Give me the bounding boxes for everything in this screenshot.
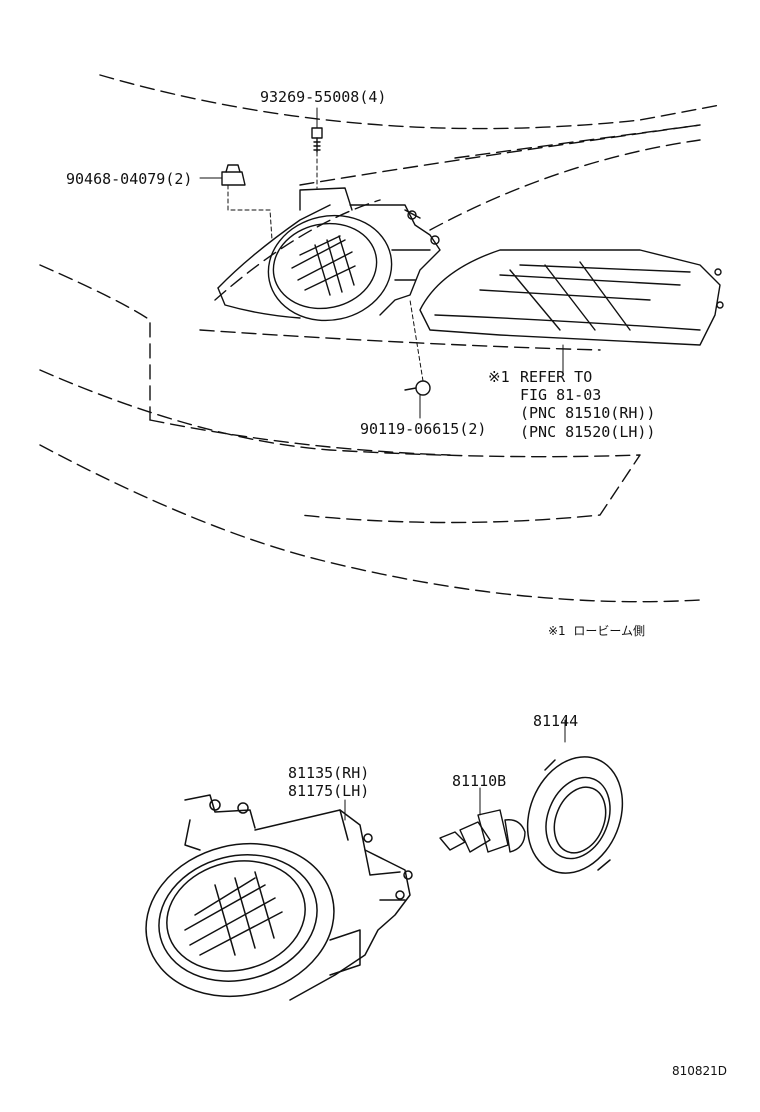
part-label-clip: 90468-04079(2) xyxy=(66,170,193,188)
part-label-fog-lamp-lh: 81175(LH) xyxy=(288,782,370,800)
screw-bolt-drawing xyxy=(311,127,323,153)
bulb-drawing xyxy=(439,809,526,853)
part-label-screw-bolt: 93269-55008(4) xyxy=(260,88,387,106)
upper-fog-lamp-drawing xyxy=(217,187,441,322)
refer-line-1: REFER TO xyxy=(520,368,593,386)
part-label-fog-lamp-rh: 81135(RH) xyxy=(288,764,370,782)
fog-lamp-exploded-drawing xyxy=(145,794,413,1001)
part-label-socket-cover: 81144 xyxy=(533,712,579,730)
part-label-screw-lower: 90119-06615(2) xyxy=(360,420,487,438)
clip-drawing xyxy=(221,164,246,186)
socket-cover-drawing xyxy=(526,756,624,874)
vehicle-body-outline xyxy=(39,74,721,603)
refer-line-3: (PNC 81510(RH)) xyxy=(520,404,656,422)
figure-id: 810821D xyxy=(672,1064,728,1078)
refer-line-4: (PNC 81520(LH)) xyxy=(520,423,656,441)
refer-line-2: FIG 81-03 xyxy=(520,386,602,404)
headlamp-drawing xyxy=(419,249,724,346)
leader-lines xyxy=(199,107,566,821)
screw-lower-drawing xyxy=(404,380,431,396)
note-mark: ※1 xyxy=(488,368,510,386)
part-label-bulb: 81110B xyxy=(452,772,507,790)
footnote-low-beam: ※1 ロービーム側 xyxy=(548,624,645,638)
